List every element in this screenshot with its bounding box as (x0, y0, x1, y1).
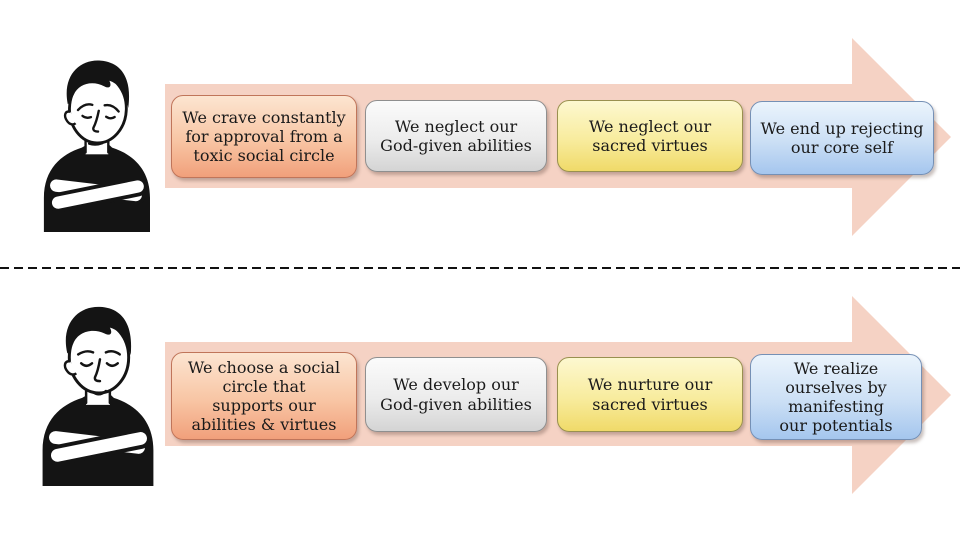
step-box: We end up rejecting our core self (750, 101, 934, 175)
step-box: We realize ourselves by manifesting our … (750, 354, 922, 440)
hair (65, 306, 132, 356)
step-box: We choose a social circle that supports … (171, 352, 357, 440)
ear (63, 110, 77, 126)
calm-person-illustration (42, 306, 154, 486)
step-box: We nurture our sacred virtues (557, 357, 743, 432)
head (63, 306, 132, 396)
crossed-arms (45, 427, 151, 466)
step-box: We neglect our sacred virtues (557, 100, 743, 172)
ear (63, 360, 78, 376)
hair (66, 60, 130, 109)
dashed-divider (0, 267, 960, 269)
sad-person-illustration (43, 60, 150, 232)
step-box: We neglect our God-given abilities (365, 100, 547, 172)
crossed-arms (46, 175, 148, 213)
step-box: We crave constantly for approval from a … (171, 95, 357, 178)
head (63, 60, 130, 146)
step-box: We develop our God-given abilities (365, 357, 547, 432)
